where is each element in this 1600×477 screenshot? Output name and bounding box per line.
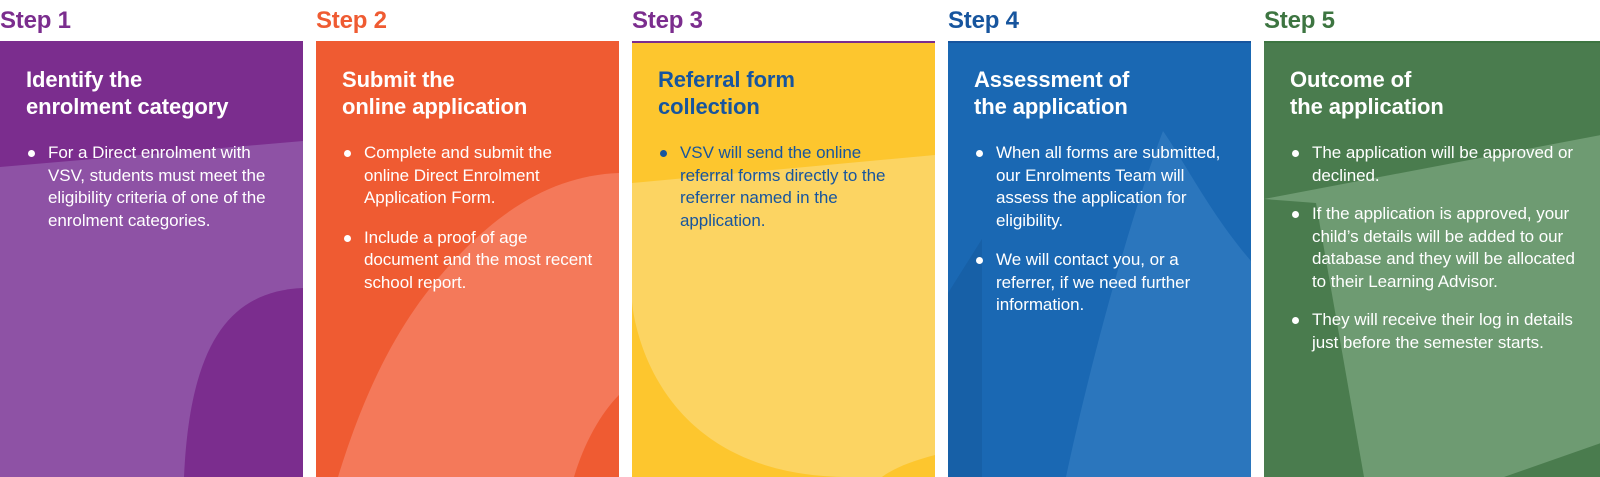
step-label-4: Step 4	[948, 7, 1019, 34]
card-bullet-list-5: The application will be approved or decl…	[1290, 142, 1577, 354]
card-content-2: Submit the online application Complete a…	[316, 43, 619, 294]
step-label-2: Step 2	[316, 7, 387, 34]
card-decoration-shape-5	[1264, 43, 1600, 477]
bullet-dot-icon	[976, 257, 983, 264]
list-item: VSV will send the online referral forms …	[658, 142, 909, 232]
bullet-text: If the application is approved, your chi…	[1312, 204, 1575, 291]
bullet-dot-icon	[344, 150, 351, 157]
step-label-3: Step 3	[632, 7, 703, 34]
card-title-4: Assessment of the application	[974, 67, 1130, 119]
step-card-4: Assessment of the application When all f…	[948, 43, 1251, 477]
card-title-3: Referral form collection	[658, 67, 795, 119]
list-item: They will receive their log in details j…	[1290, 309, 1577, 354]
card-decoration-shape-3	[632, 43, 935, 477]
bullet-dot-icon	[660, 150, 667, 157]
step-card-3: Referral form collection VSV will send t…	[632, 43, 935, 477]
step-card-5: Outcome of the application The applicati…	[1264, 43, 1600, 477]
card-title-5: Outcome of the application	[1290, 67, 1444, 119]
step-header-3: Step 3	[632, 0, 935, 43]
bullet-text: They will receive their log in details j…	[1312, 310, 1573, 352]
step-column-1: Step 1 Identify the enrolment category F…	[0, 0, 303, 477]
bullet-dot-icon	[1292, 150, 1299, 157]
list-item: The application will be approved or decl…	[1290, 142, 1577, 187]
step-divider-2	[316, 41, 619, 43]
card-bullet-list-3: VSV will send the online referral forms …	[658, 142, 909, 232]
step-column-4: Step 4 Assessment of the application Whe…	[948, 0, 1251, 477]
list-item: For a Direct enrolment with VSV, student…	[26, 142, 277, 232]
card-decoration-shape-1	[0, 43, 303, 477]
card-content-5: Outcome of the application The applicati…	[1264, 43, 1600, 354]
step-divider-3	[632, 41, 935, 43]
card-bullet-list-2: Complete and submit the online Direct En…	[342, 142, 593, 294]
bullet-text: VSV will send the online referral forms …	[680, 143, 886, 230]
list-item: Include a proof of age document and the …	[342, 227, 593, 295]
step-column-2: Step 2 Submit the online application Com…	[316, 0, 619, 477]
step-header-2: Step 2	[316, 0, 619, 43]
bullet-text: Include a proof of age document and the …	[364, 227, 593, 292]
list-item: When all forms are submitted, our Enrolm…	[974, 142, 1225, 232]
bullet-dot-icon	[1292, 211, 1299, 218]
bullet-text: When all forms are submitted, our Enrolm…	[996, 143, 1221, 230]
bullet-dot-icon	[344, 234, 351, 242]
card-content-4: Assessment of the application When all f…	[948, 43, 1251, 317]
step-label-1: Step 1	[0, 7, 71, 34]
bullet-text: We will contact you, or a referrer, if w…	[996, 250, 1191, 314]
card-decoration-shape-4	[948, 43, 1251, 477]
step-divider-4	[948, 41, 1251, 43]
step-header-5: Step 5	[1264, 0, 1600, 43]
card-content-3: Referral form collection VSV will send t…	[632, 43, 935, 232]
card-bullet-list-4: When all forms are submitted, our Enrolm…	[974, 142, 1225, 317]
bullet-dot-icon	[1292, 317, 1299, 324]
card-content-1: Identify the enrolment category For a Di…	[0, 43, 303, 232]
bullet-text: The application will be approved or decl…	[1312, 143, 1573, 185]
bullet-dot-icon	[28, 150, 35, 157]
list-item: We will contact you, or a referrer, if w…	[974, 249, 1225, 317]
step-column-3: Step 3 Referral form collection VSV will…	[632, 0, 935, 477]
card-title-2: Submit the online application	[342, 67, 528, 119]
list-item: If the application is approved, your chi…	[1290, 203, 1577, 293]
step-label-5: Step 5	[1264, 7, 1335, 34]
card-title-1: Identify the enrolment category	[26, 67, 229, 119]
step-divider-5	[1264, 41, 1600, 43]
step-card-2: Submit the online application Complete a…	[316, 43, 619, 477]
card-decoration-shape-2	[316, 43, 619, 477]
step-header-4: Step 4	[948, 0, 1251, 43]
bullet-text: Complete and submit the online Direct En…	[364, 143, 552, 207]
list-item: Complete and submit the online Direct En…	[342, 142, 593, 210]
bullet-text: For a Direct enrolment with VSV, student…	[48, 143, 266, 230]
step-column-5: Step 5 Outcome of the application The ap…	[1264, 0, 1600, 477]
step-card-1: Identify the enrolment category For a Di…	[0, 43, 303, 477]
step-header-1: Step 1	[0, 0, 303, 43]
bullet-dot-icon	[976, 150, 983, 157]
card-bullet-list-1: For a Direct enrolment with VSV, student…	[26, 142, 277, 232]
step-divider-1	[0, 41, 303, 43]
